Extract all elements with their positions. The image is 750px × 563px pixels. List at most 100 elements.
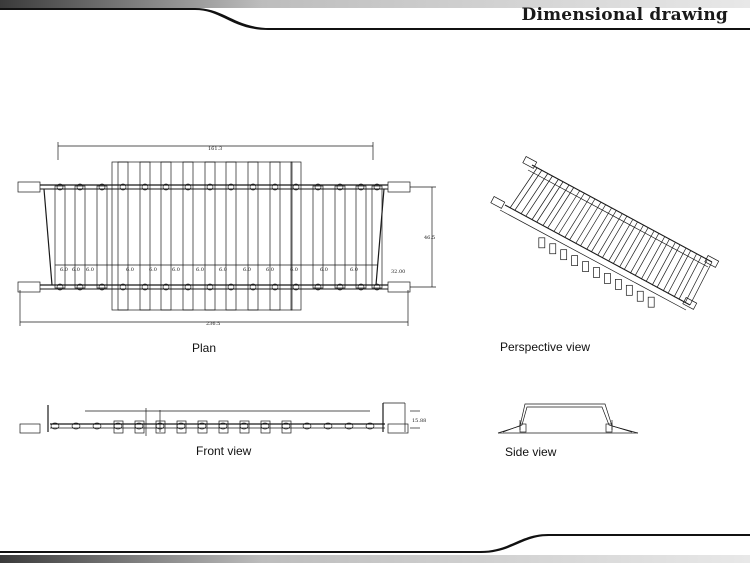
plan-hinge: [227, 183, 235, 191]
plan-slat: [290, 161, 302, 311]
plan-slat: [96, 185, 108, 289]
plan-hinge: [141, 283, 149, 291]
side-label: Side view: [505, 445, 557, 459]
plan-hinge: [162, 183, 170, 191]
perspective-plate: [593, 267, 600, 278]
front-plate: [155, 420, 166, 434]
perspective-plate: [615, 279, 622, 290]
plan-slats: [54, 161, 383, 311]
plan-slat: [247, 161, 259, 311]
plan-slat: [117, 161, 129, 311]
slat-spacing-label: 6.0: [60, 267, 68, 273]
perspective-plate: [571, 255, 578, 266]
front-hinge: [344, 422, 354, 430]
front-hinge: [50, 422, 60, 430]
front-slats: [50, 420, 375, 434]
plan-hinge: [336, 183, 344, 191]
perspective-plate: [636, 290, 644, 302]
plan-hinge: [76, 283, 84, 291]
slat-spacing-label: 6.0: [86, 267, 94, 273]
plan-hinge: [98, 183, 106, 191]
slat-spacing-label: 6.0: [126, 267, 134, 273]
slat-spacing-label: 6.0: [172, 267, 180, 273]
plan-hinge: [119, 283, 127, 291]
perspective-plate: [604, 273, 611, 284]
perspective-slat-edge: [602, 215, 628, 258]
perspective-slat: [619, 225, 644, 268]
plan-hinge: [249, 283, 257, 291]
front-plate: [134, 420, 145, 434]
front-label: Front view: [196, 444, 252, 458]
plan-hinge: [56, 283, 64, 291]
perspective-slat: [542, 185, 570, 227]
front-hinge: [365, 422, 375, 430]
perspective-plate: [538, 237, 546, 249]
slat-spacing-label: 6.0: [266, 267, 274, 273]
perspective-slat-edge: [689, 261, 713, 306]
perspective-slat: [509, 167, 538, 209]
front-plate: [197, 420, 208, 434]
plan-hinge: [292, 283, 300, 291]
plan-slat: [204, 161, 216, 311]
plan-slat: [139, 161, 151, 311]
dim-end-width: 32.00: [391, 269, 405, 275]
plan-hinge: [357, 283, 365, 291]
slat-spacing-label: 6.0: [149, 267, 157, 273]
perspective-label: Perspective view: [500, 340, 591, 354]
perspective-slat-edge: [591, 210, 617, 252]
perspective-slat: [651, 242, 676, 286]
perspective-plate: [625, 284, 633, 296]
perspective-slat: [531, 179, 559, 221]
plan-slat: [74, 185, 86, 289]
plan-hinge: [373, 183, 381, 191]
plan-hinge: [184, 283, 192, 291]
plan-slat: [160, 161, 172, 311]
perspective-plate: [582, 261, 589, 272]
perspective-plate: [560, 249, 568, 261]
plan-hinge: [314, 183, 322, 191]
slat-spacing-label: 6.0: [350, 267, 358, 273]
plan-hinge: [292, 183, 300, 191]
perspective-slat: [553, 190, 580, 232]
plan-hinge: [336, 283, 344, 291]
perspective-slat: [597, 213, 623, 256]
perspective-slat: [564, 196, 591, 238]
perspective-plate: [647, 296, 655, 308]
plan-hinge: [206, 283, 214, 291]
perspective-slat-edge: [656, 244, 681, 288]
perspective-slat-edge: [613, 221, 638, 264]
front-hinge: [302, 422, 312, 430]
front-plate: [218, 420, 229, 434]
plan-hinge: [249, 183, 257, 191]
front-hinge: [92, 422, 102, 430]
perspective-slat: [640, 236, 665, 280]
perspective-slat-edge: [580, 204, 607, 246]
plan-hinge: [76, 183, 84, 191]
plan-hinge: [314, 283, 322, 291]
plan-slat: [54, 185, 66, 289]
perspective-slat: [608, 219, 633, 262]
dim-overall-width: 236.5: [206, 321, 220, 327]
perspective-slat: [630, 231, 655, 274]
plan-slat: [371, 185, 383, 289]
perspective-slat: [673, 254, 697, 298]
footer-band: [0, 534, 750, 563]
plan-hinge: [184, 183, 192, 191]
perspective-slat: [662, 248, 687, 292]
front-plate: [113, 420, 124, 434]
front-plate: [281, 420, 292, 434]
slat-spacing-label: 6.0: [72, 267, 80, 273]
page-title: Dimensional drawing: [521, 5, 728, 25]
perspective-slat-edge: [624, 227, 649, 270]
plan-slat: [312, 185, 324, 289]
perspective-slat-edge: [667, 250, 692, 294]
plan-label: Plan: [192, 341, 217, 355]
dim-height: 46.5: [424, 235, 435, 241]
plan-hinge: [56, 183, 64, 191]
plan-hinge: [162, 283, 170, 291]
plan-slat: [334, 185, 346, 289]
plan-slat: [182, 161, 194, 311]
